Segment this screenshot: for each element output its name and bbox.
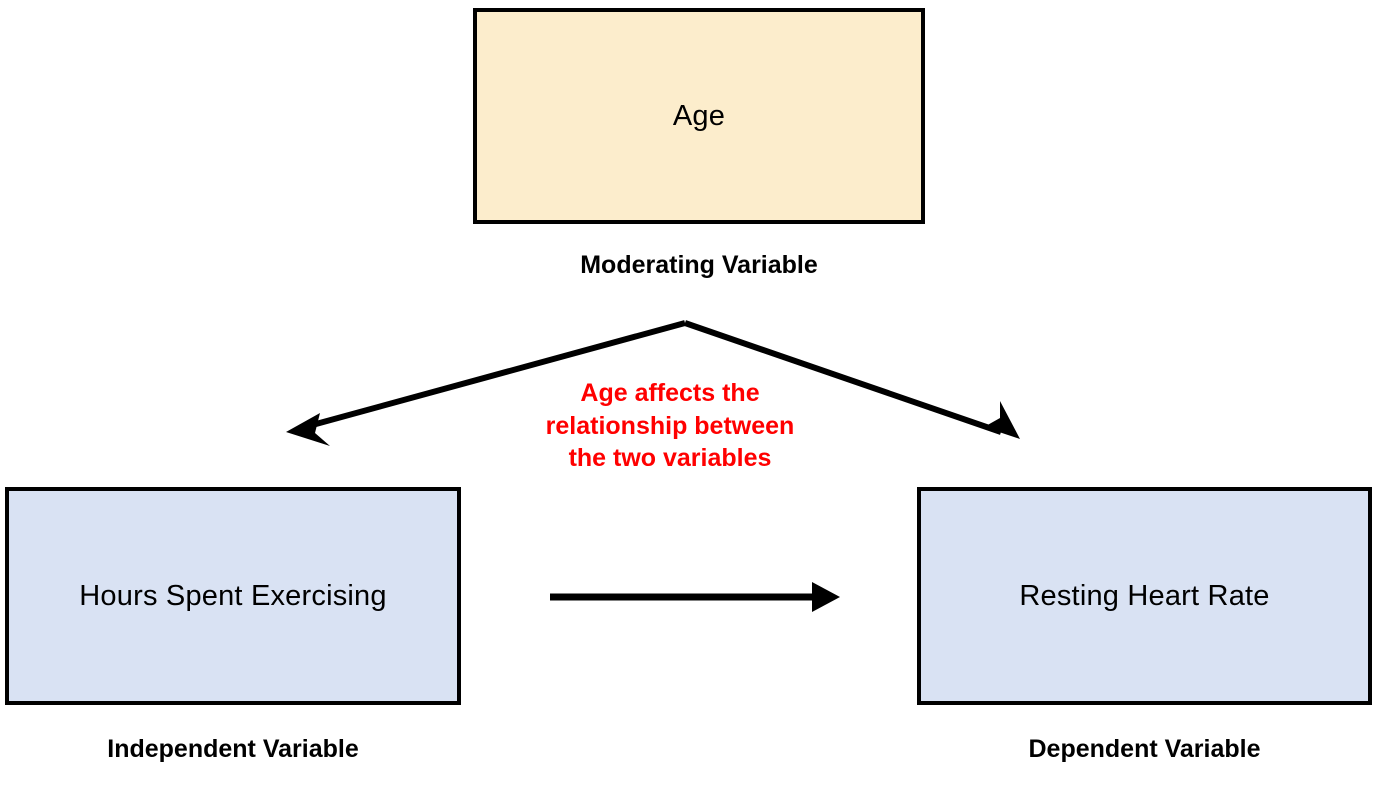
moderation-annotation-line-3: the two variables bbox=[568, 444, 772, 472]
moderator-variable-box[interactable]: Age bbox=[473, 8, 925, 224]
independent-variable-text: Hours Spent Exercising bbox=[79, 579, 387, 612]
arrow-independent-to-dependent bbox=[550, 582, 840, 612]
dependent-variable-text: Resting Heart Rate bbox=[1019, 579, 1270, 612]
moderation-annotation-line-2: relationship between bbox=[545, 411, 795, 440]
dependent-variable-caption: Dependent Variable bbox=[1028, 735, 1261, 763]
moderator-variable-text: Age bbox=[672, 99, 726, 132]
independent-variable-box[interactable]: Hours Spent Exercising bbox=[5, 487, 461, 705]
independent-variable-caption: Independent Variable bbox=[107, 735, 359, 763]
moderation-annotation-line-1: Age affects the bbox=[580, 379, 760, 407]
dependent-variable-box[interactable]: Resting Heart Rate bbox=[917, 487, 1372, 705]
moderator-variable-caption: Moderating Variable bbox=[580, 251, 818, 279]
moderation-annotation-text: Age affects the relationship between the… bbox=[500, 377, 840, 475]
